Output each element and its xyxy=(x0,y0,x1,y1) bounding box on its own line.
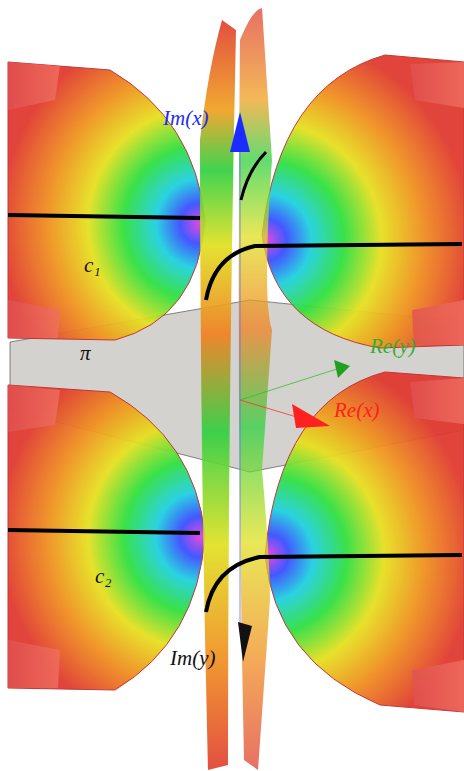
axis-label: Re(x) xyxy=(334,400,379,421)
axis-label: Re(y) xyxy=(370,336,415,357)
axis-label: Im(x) xyxy=(163,108,208,129)
curve-label: c₁ xyxy=(84,255,101,276)
plane-label: π xyxy=(80,343,91,364)
axis-label: Im(y) xyxy=(170,648,215,669)
curve-label: c₂ xyxy=(95,566,112,587)
